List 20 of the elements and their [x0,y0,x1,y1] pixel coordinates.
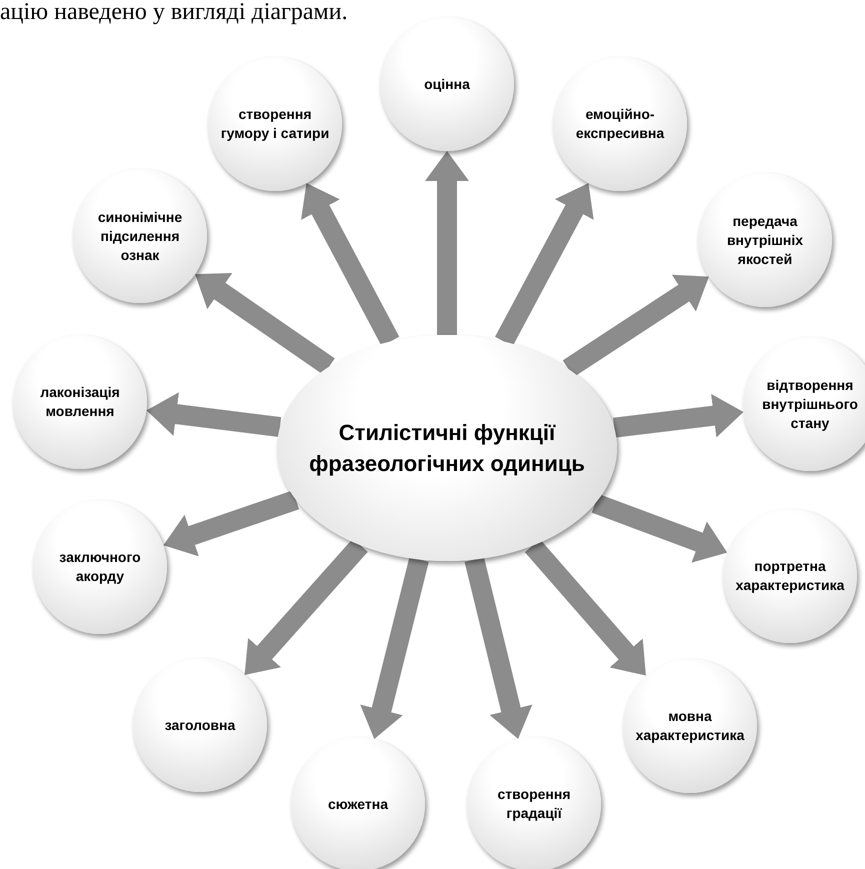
node-label: Стилістичні функції фразеологічних одиниць [309,419,585,478]
node-label: синонімічне підсилення ознак [96,208,184,264]
node-label: заключного акорду [58,548,142,586]
arrow [360,557,429,742]
arrow [425,151,469,335]
arrow [464,557,532,742]
node-label: емоційно-експресивна [574,105,666,143]
node-label: лаконізація мовлення [39,383,121,421]
node-label: портретна характеристика [734,557,846,595]
arrow [145,392,282,437]
node-label: створення градації [496,785,572,823]
node-label: відтворення внутрішнього стану [761,376,859,432]
caption-text: ацію наведено у вигляді діаграми. [0,0,348,27]
arrow [613,394,745,438]
node-label: мовна характеристика [634,707,746,745]
node-label: створення гумору і сатири [220,105,330,143]
node-label: оцінна [424,74,470,94]
node-label: передача внутрішніх якостей [726,212,804,268]
node-label: сюжетна [328,794,388,814]
node-label: заголовна [164,716,236,734]
